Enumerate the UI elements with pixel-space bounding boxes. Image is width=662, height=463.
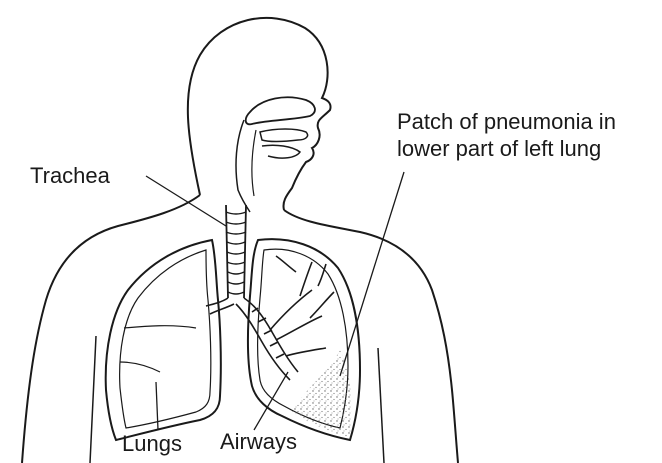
pharynx — [236, 120, 250, 212]
lungs-label: Lungs — [122, 430, 182, 457]
pharynx-inner — [252, 130, 256, 196]
pneumonia-label-line-2: lower part of left lung — [397, 135, 616, 162]
tongue — [262, 145, 300, 158]
left-arm-line — [90, 336, 96, 463]
lung-left-fissure-1 — [124, 326, 196, 328]
bronchi — [206, 256, 334, 380]
head-outline — [188, 18, 331, 210]
pneumonia-label-line-1: Patch of pneumonia in — [397, 108, 616, 135]
nasal-cavity — [246, 97, 315, 124]
oral-cavity — [260, 129, 308, 142]
lung-left-fissure-2 — [120, 362, 160, 372]
lungs-pointer — [156, 382, 158, 430]
trachea-label: Trachea — [30, 162, 110, 189]
trachea — [226, 205, 246, 298]
trachea-pointer — [146, 176, 226, 226]
right-arm-line — [378, 348, 384, 463]
pneumonia-patch-label: Patch of pneumonia in lower part of left… — [397, 108, 616, 162]
pneumonia-pointer — [340, 172, 404, 376]
airways-label: Airways — [220, 428, 297, 455]
pointer-lines — [146, 172, 404, 430]
lung-left-inner — [120, 250, 211, 428]
